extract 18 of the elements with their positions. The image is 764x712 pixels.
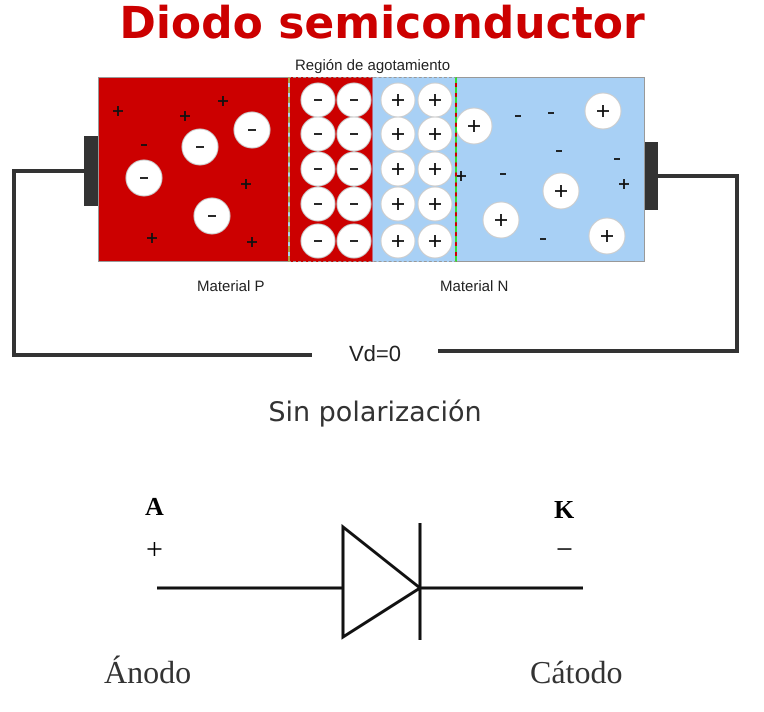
voltage-label: Vd=0 [312, 338, 438, 368]
material-label: Material P [197, 277, 265, 297]
polarity-sign: + [146, 535, 163, 565]
wire [438, 174, 739, 353]
terminal-name: Ánodo [104, 653, 192, 692]
terminal [84, 136, 98, 206]
title: Diodo semiconductor [118, 0, 646, 51]
n-region [455, 77, 645, 262]
p-region [98, 77, 290, 262]
caption-text: Sin polarización [268, 396, 482, 430]
terminal-letter: A [145, 491, 164, 523]
terminal [645, 142, 658, 210]
polarity-sign: − [556, 535, 573, 565]
terminal-name: Cátodo [530, 653, 622, 692]
terminal-letter: K [554, 494, 574, 526]
material-label: Material N [440, 277, 508, 297]
region-label: Región de agotamiento [294, 56, 452, 76]
wire [12, 169, 312, 357]
